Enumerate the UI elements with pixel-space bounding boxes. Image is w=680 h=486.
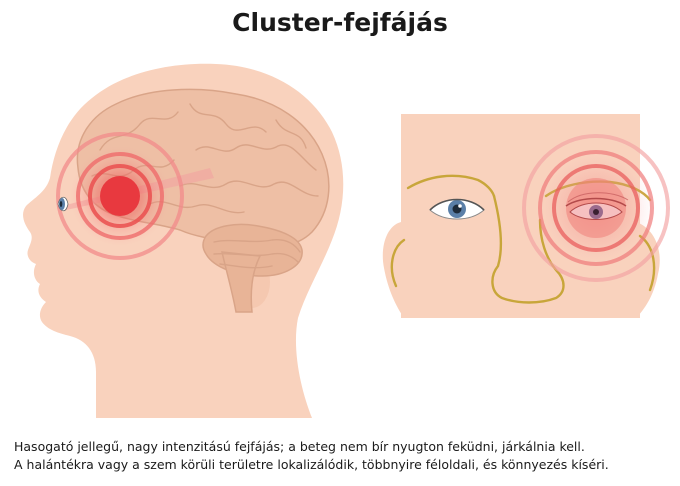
affected-eye [565, 192, 629, 220]
left-cheek-contour [390, 238, 406, 288]
page-title: Cluster-fejfájás [232, 8, 448, 37]
side-eye [57, 196, 69, 212]
caption-line-2: A halántékra vagy a szem körüli területr… [14, 457, 609, 472]
normal-eye [429, 198, 485, 220]
brain [76, 88, 330, 313]
side-profile-head [23, 63, 344, 419]
temple-pain-indicator [56, 132, 184, 260]
left-eyebrow [406, 174, 496, 198]
front-face [382, 114, 670, 318]
caption: Hasogató jellegű, nagy intenzitású fejfá… [14, 438, 674, 474]
caption-line-1: Hasogató jellegű, nagy intenzitású fejfá… [14, 439, 585, 454]
